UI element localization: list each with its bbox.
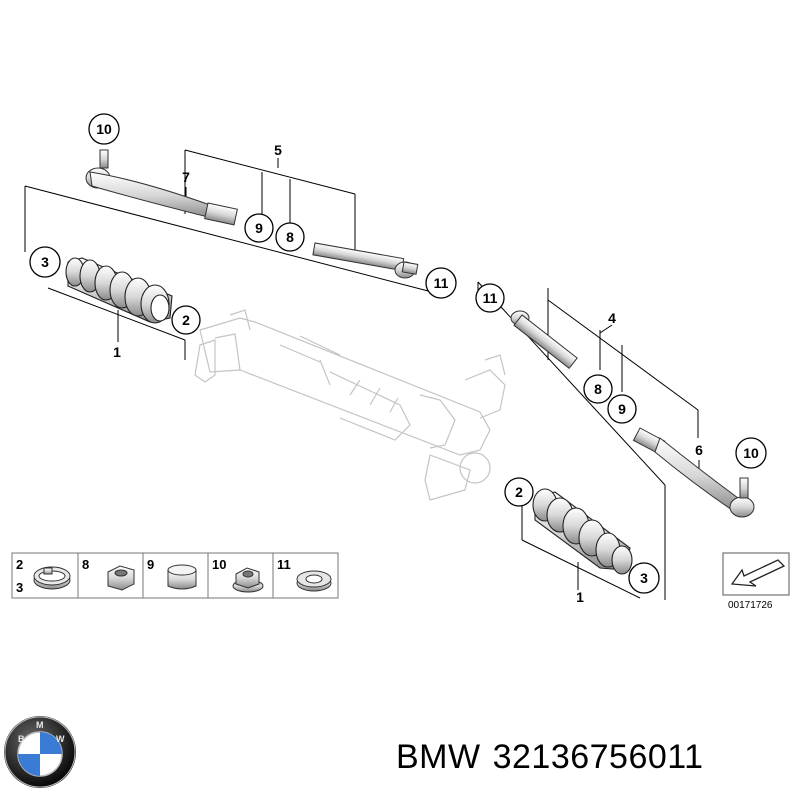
legend-num-2: 2	[16, 557, 23, 572]
label-2-left: 2	[182, 312, 190, 328]
label-11-left: 11	[434, 275, 449, 291]
label-4: 4	[608, 310, 616, 326]
label-11-right: 11	[483, 290, 498, 306]
reference-code: 00171726	[728, 600, 773, 611]
brand-name: BMW	[396, 738, 481, 776]
callout-8-top	[275, 222, 305, 252]
label-9-right: 9	[618, 401, 626, 417]
callout-10-right	[735, 437, 767, 469]
clamp-icon	[33, 566, 71, 590]
logo-letter-w: W	[56, 734, 65, 744]
tie-rod-end-right	[632, 427, 755, 518]
inner-tie-rod-right	[510, 310, 578, 370]
bmw-logo: B M W	[4, 716, 76, 788]
bracket-4	[547, 288, 700, 478]
logo-letter-m: M	[36, 720, 44, 730]
label-3-right: 3	[640, 570, 648, 586]
nut-icon	[107, 565, 135, 591]
legend-num-3: 3	[16, 580, 23, 595]
callout-11-left	[425, 267, 457, 299]
steering-rack-ghost	[194, 309, 506, 501]
reference-box: 00171726	[722, 552, 790, 611]
label-9-top: 9	[255, 220, 263, 236]
logo-letter-b: B	[18, 734, 25, 744]
legend-strip: 2 3 8 9 10 11	[11, 552, 339, 599]
label-6: 6	[695, 442, 703, 458]
label-2-right: 2	[515, 484, 523, 500]
callout-3-left	[29, 246, 61, 278]
frame-right	[477, 281, 666, 600]
label-5: 5	[274, 142, 282, 158]
legend-num-10: 10	[212, 557, 226, 572]
label-7: 7	[182, 169, 190, 185]
washer-icon	[296, 570, 332, 592]
legend-num-11: 11	[277, 557, 291, 572]
callout-10-top	[88, 113, 120, 145]
label-3-left: 3	[41, 254, 49, 270]
label-1-right: 1	[576, 589, 584, 605]
callout-9-top	[244, 213, 274, 243]
part-caption: BMW 32136756011	[396, 738, 716, 777]
sleeve-icon	[167, 564, 197, 590]
bellows-boot-right	[532, 488, 633, 575]
label-10-top: 10	[96, 121, 112, 137]
bellows-boot-left	[65, 257, 173, 324]
callout-8-right	[583, 374, 613, 404]
callout-3-right	[628, 562, 660, 594]
tie-rod-end-left	[85, 149, 238, 226]
inner-tie-rod-left	[312, 242, 419, 279]
arrow-icon	[730, 559, 786, 587]
label-1-left: 1	[113, 344, 121, 360]
flange-nut-icon	[232, 567, 264, 593]
label-8-right: 8	[594, 381, 602, 397]
callouts	[29, 113, 767, 594]
callout-2-right	[504, 477, 534, 507]
part-number: 32136756011	[492, 738, 704, 776]
label-10-right: 10	[743, 445, 759, 461]
legend-num-8: 8	[82, 557, 89, 572]
callout-labels: 10 7 5 9 8 3 11 2 1 11 4 8 9 6 10 2 3 1	[41, 121, 759, 605]
frame-left	[24, 185, 433, 360]
callout-11-right	[475, 283, 505, 313]
bracket-5	[184, 149, 356, 256]
callout-2-left	[171, 305, 201, 335]
legend-num-9: 9	[147, 557, 154, 572]
label-8-top: 8	[286, 229, 294, 245]
callout-9-right	[607, 394, 637, 424]
